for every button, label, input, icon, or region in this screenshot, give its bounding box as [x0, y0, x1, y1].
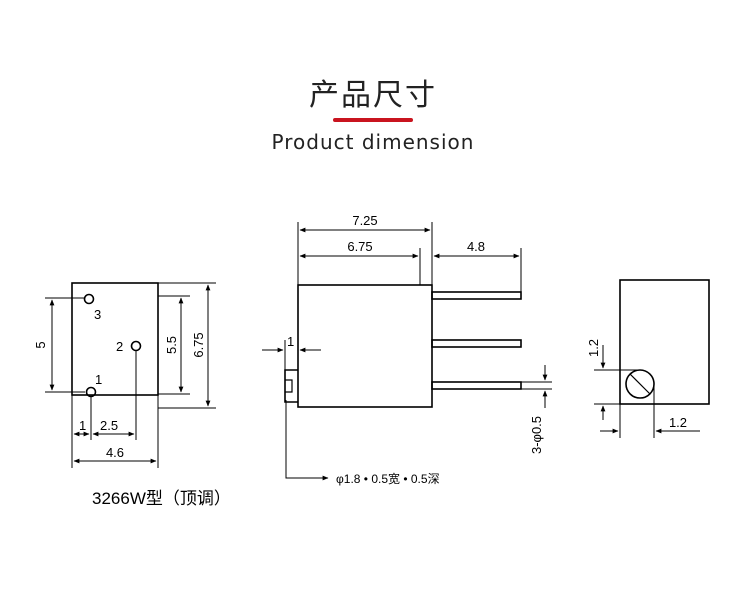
pin-3-circle [83, 293, 95, 305]
dim-side-pin-length: 4.8 [467, 239, 485, 254]
dim-side-overall: 7.25 [352, 213, 377, 228]
adjuster-slot [284, 369, 298, 403]
pin-2-label: 2 [116, 339, 123, 354]
side-pin-bottom [431, 381, 522, 390]
dim-front-pitch: 2.5 [100, 418, 118, 433]
page-title: 产品尺寸 [309, 78, 437, 113]
title-accent-bar [333, 118, 413, 122]
side-view-body [297, 284, 433, 408]
dim-side-body: 6.75 [347, 239, 372, 254]
side-view-labels: 7.25 6.75 4.8 1 3-φ0.5 φ1.8 • 0.5宽 • 0.5… [287, 213, 544, 486]
page-subtitle: Product dimension [271, 130, 475, 154]
front-view-labels: 3 2 1 5 5.5 6.75 1 2.5 4.6 [33, 307, 206, 460]
top-view [594, 279, 710, 438]
side-pin-middle [431, 339, 522, 348]
dim-front-height: 5 [33, 341, 48, 348]
dim-front-outer-height: 6.75 [191, 332, 206, 357]
adjuster-note: φ1.8 • 0.5宽 • 0.5深 [336, 471, 440, 486]
dim-top-horizontal: 1.2 [669, 415, 687, 430]
dim-side-pin-spec: 3-φ0.5 [529, 416, 544, 454]
model-caption: 3266W型（顶调） [92, 489, 231, 508]
pin-2-circle [130, 340, 142, 352]
dim-top-vertical: 1.2 [586, 339, 601, 357]
pin-3-label: 3 [94, 307, 101, 322]
top-view-labels: 1.2 1.2 [586, 339, 687, 430]
dim-front-inner-height: 5.5 [164, 336, 179, 354]
front-view [45, 282, 216, 468]
dim-side-tab: 1 [287, 334, 294, 349]
dim-front-width: 4.6 [106, 445, 124, 460]
pin-1-label: 1 [95, 372, 102, 387]
front-view-body [71, 282, 159, 396]
side-pin-top [431, 291, 522, 300]
dim-front-offset: 1 [79, 418, 86, 433]
side-view [262, 222, 552, 481]
top-view-body [619, 279, 710, 405]
